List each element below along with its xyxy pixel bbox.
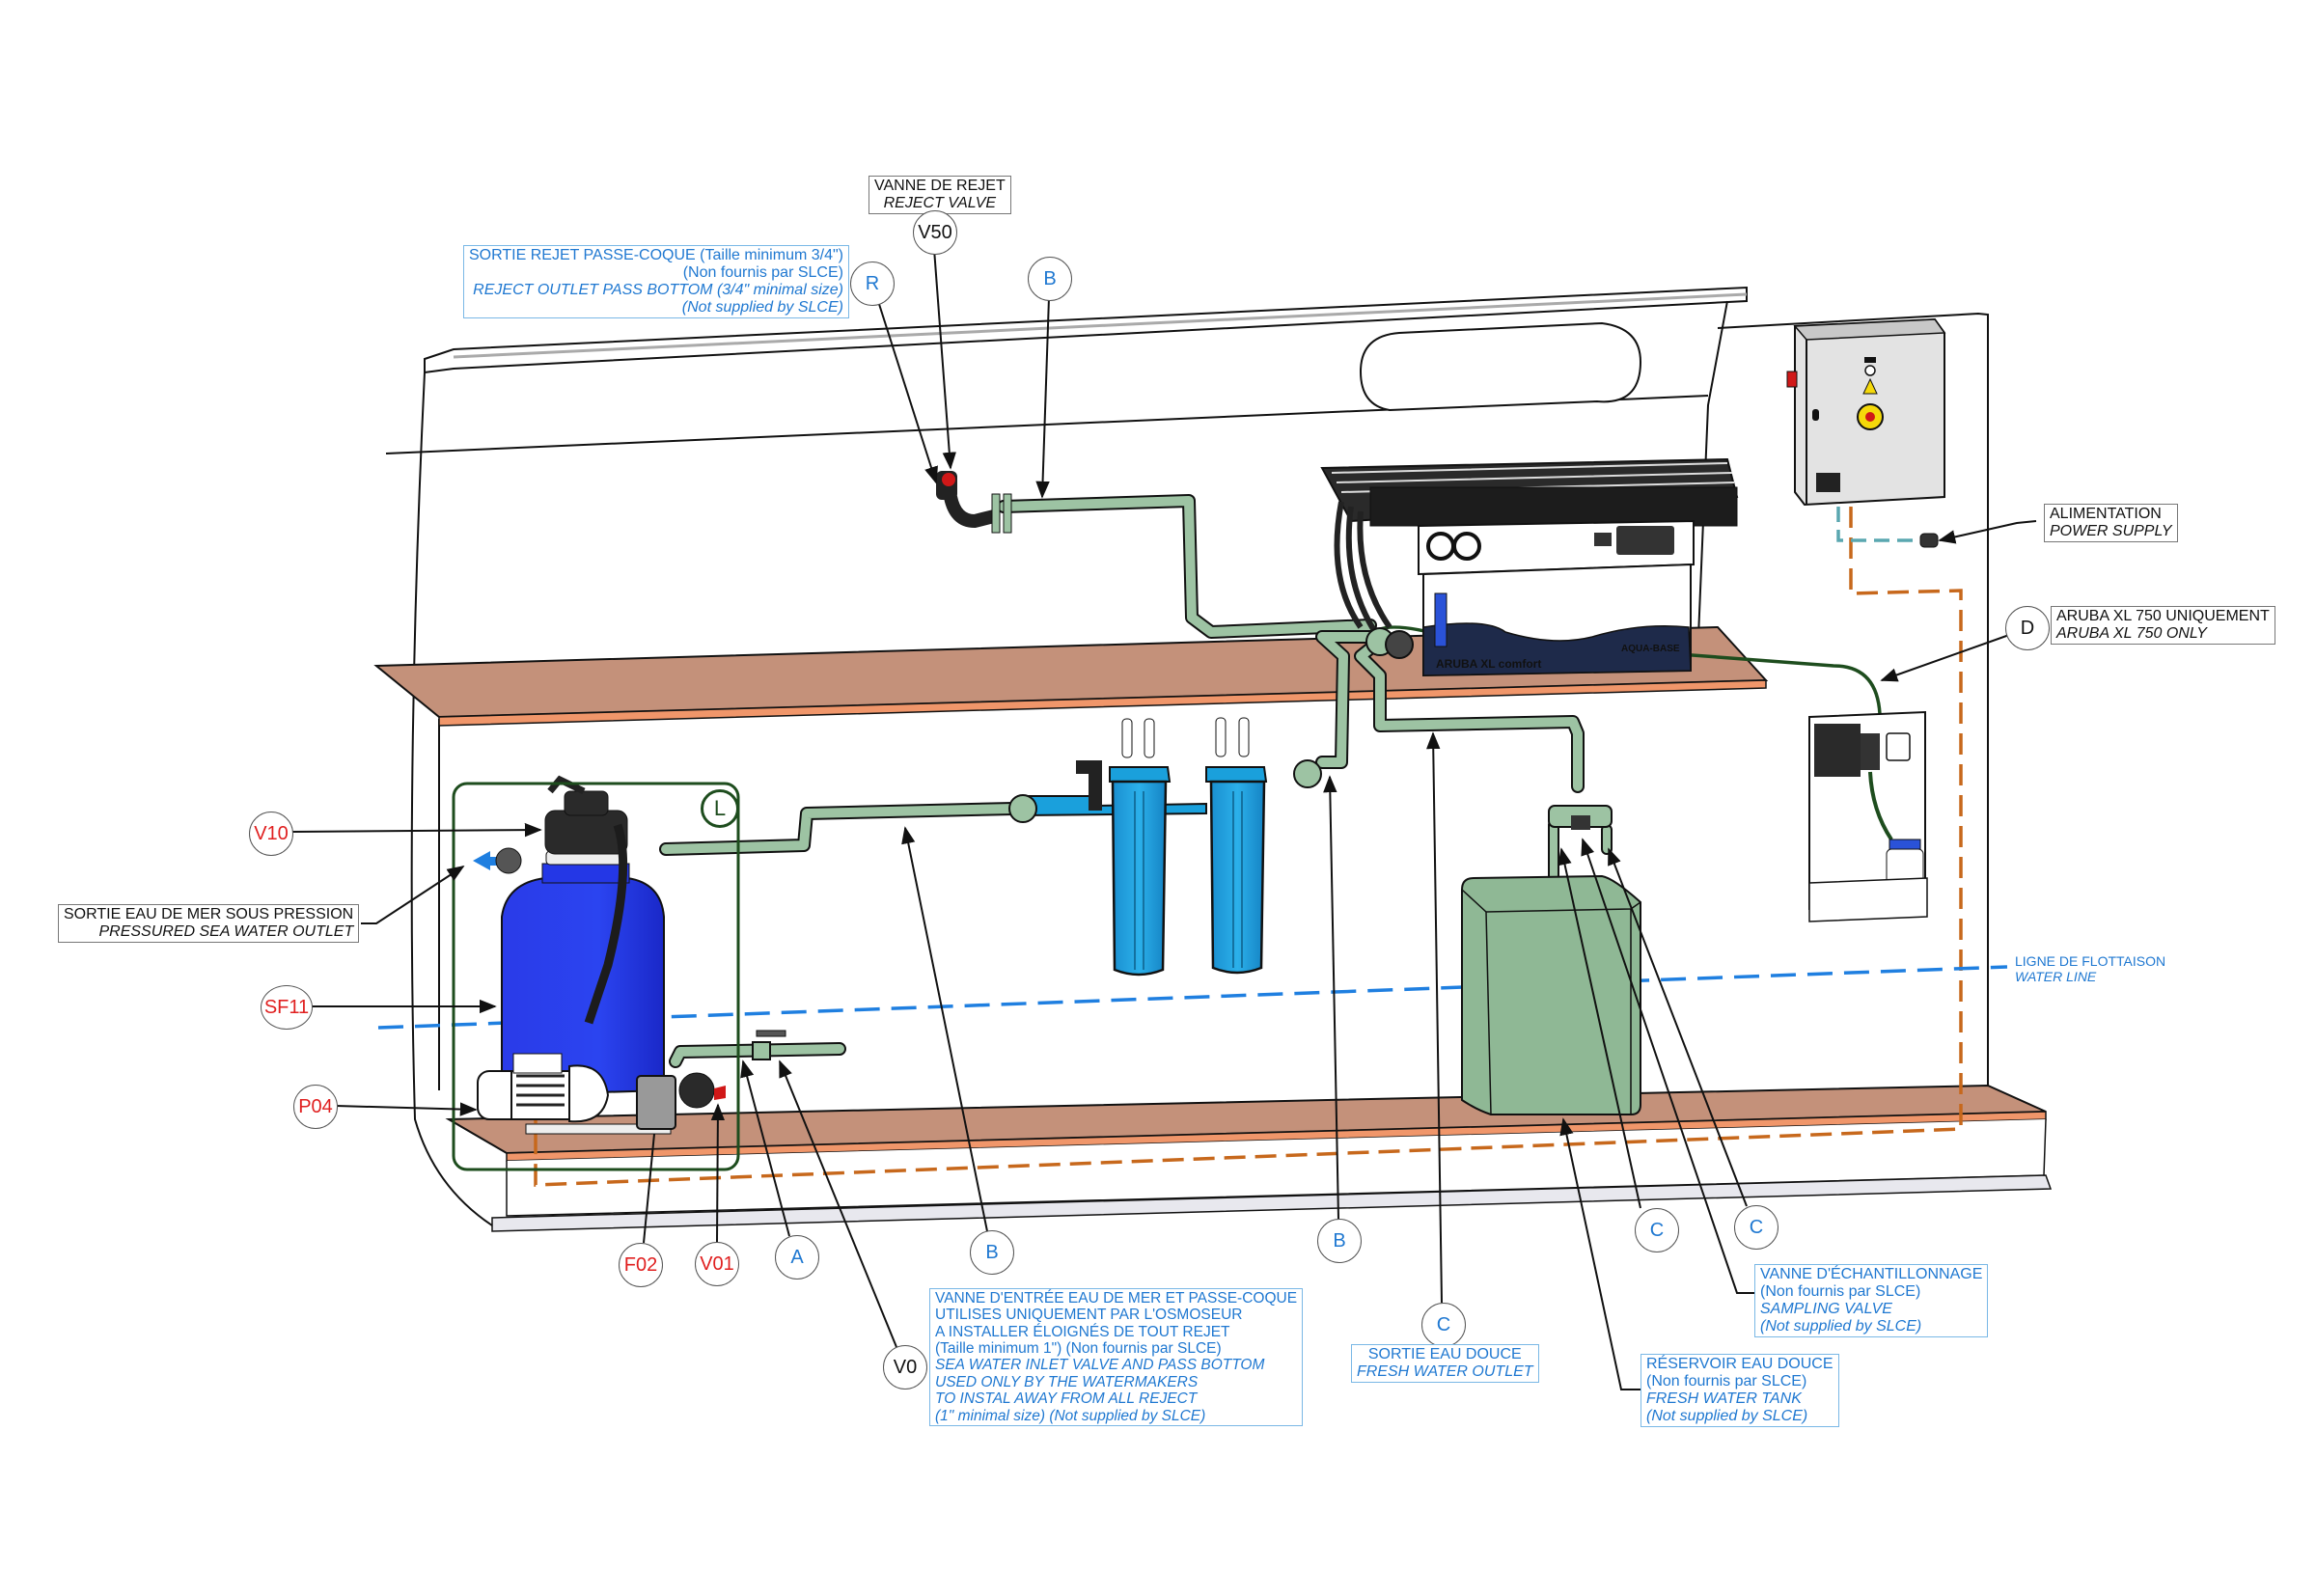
label-line: SORTIE EAU DOUCE xyxy=(1367,1346,1522,1362)
label-line: VANNE DE REJET xyxy=(874,178,1006,194)
supply-limit-frame xyxy=(452,782,740,1171)
label-line: ARUBA XL 750 UNIQUEMENT xyxy=(2056,608,2270,624)
ref-bubble-v50: V50 xyxy=(913,210,957,255)
cartridge-filters xyxy=(1008,717,1322,977)
label-line: WATER LINE xyxy=(2015,969,2097,985)
power-plug xyxy=(1919,533,1939,548)
reject-valve-label: VANNE DE REJET REJECT VALVE xyxy=(868,176,1011,214)
ref-bubble-r: R xyxy=(850,261,895,306)
electrical-wiring xyxy=(534,507,1963,1187)
power-cable xyxy=(1836,507,1920,542)
unit-model-label: ARUBA XL comfort xyxy=(1436,657,1541,671)
ref-bubble-p04: P04 xyxy=(293,1085,338,1129)
reject-valve-v50 xyxy=(936,471,1012,534)
pressured-outlet-label: SORTIE EAU DE MER SOUS PRESSION PRESSURE… xyxy=(58,904,360,943)
ref-bubble-v0: V0 xyxy=(883,1345,927,1390)
aruba-only-label: ARUBA XL 750 UNIQUEMENT ARUBA XL 750 ONL… xyxy=(2051,606,2275,645)
label-line: POWER SUPPLY xyxy=(2050,522,2172,539)
reject-outlet-label: SORTIE REJET PASSE-COQUE (Taille minimum… xyxy=(463,245,849,318)
ref-bubble-b-lower-right: B xyxy=(1317,1219,1362,1263)
label-line: UTILISES UNIQUEMENT PAR L'OSMOSEUR xyxy=(935,1307,1243,1324)
label-line: (Not supplied by SLCE) xyxy=(1760,1317,1922,1335)
label-line: ARUBA XL 750 ONLY xyxy=(2056,624,2207,642)
ref-bubble-f02: F02 xyxy=(619,1243,663,1287)
fresh-tank-label: RÉSERVOIR EAU DOUCE (Non fournis par SLC… xyxy=(1640,1354,1839,1427)
label-line: VANNE D'ENTRÉE EAU DE MER ET PASSE-COQUE xyxy=(935,1290,1298,1307)
ref-bubble-d: D xyxy=(2005,606,2050,650)
ref-bubble-c-tank: C xyxy=(1635,1208,1679,1252)
porthole xyxy=(1359,321,1642,412)
label-line: TO INSTAL AWAY FROM ALL REJECT xyxy=(935,1390,1198,1408)
label-line: RÉSERVOIR EAU DOUCE xyxy=(1646,1356,1834,1372)
label-line: (Non fournis par SLCE) xyxy=(682,263,843,281)
label-line: ALIMENTATION xyxy=(2050,506,2162,522)
sand-filter-sf11 xyxy=(473,775,665,1097)
label-line: VANNE D'ÉCHANTILLONNAGE xyxy=(1760,1266,1983,1282)
label-line: FRESH WATER TANK xyxy=(1646,1390,1802,1407)
label-line: (Not supplied by SLCE) xyxy=(681,298,843,316)
label-line: FRESH WATER OUTLET xyxy=(1357,1362,1533,1380)
label-line: SORTIE EAU DE MER SOUS PRESSION xyxy=(64,906,354,922)
hull-outline xyxy=(385,286,1989,1226)
sampling-valve-label: VANNE D'ÉCHANTILLONNAGE (Non fournis par… xyxy=(1754,1264,1989,1337)
label-line: (1" minimal size) (Not supplied by SLCE) xyxy=(935,1407,1206,1424)
label-line: SEA WATER INLET VALVE AND PASS BOTTOM xyxy=(935,1357,1265,1374)
fresh-water-tank xyxy=(1461,874,1641,1115)
ref-bubble-l: L xyxy=(701,789,739,828)
leader-lines xyxy=(290,248,2037,1390)
label-line: (Non fournis par SLCE) xyxy=(1760,1282,1921,1300)
label-line: PRESSURED SEA WATER OUTLET xyxy=(98,922,354,940)
label-line: LIGNE DE FLOTTAISON xyxy=(2015,953,2166,969)
pipework xyxy=(659,494,1882,1068)
label-line: (Not supplied by SLCE) xyxy=(1646,1407,1808,1424)
ref-bubble-a: A xyxy=(775,1235,819,1280)
ref-bubble-c-outlet: C xyxy=(1421,1303,1466,1347)
label-line: REJECT OUTLET PASS BOTTOM (3/4" minimal … xyxy=(473,281,843,298)
ref-bubble-v01: V01 xyxy=(695,1242,739,1286)
fresh-outlet-label: SORTIE EAU DOUCE FRESH WATER OUTLET xyxy=(1351,1344,1539,1383)
watermaker-unit-aruba-xl: ARUBA XL comfort AQUA-BASE xyxy=(1320,457,1739,677)
ref-bubble-v10: V10 xyxy=(249,812,293,856)
label-line: REJECT VALVE xyxy=(883,194,997,211)
lower-shelf xyxy=(445,1084,2053,1232)
label-line: SAMPLING VALVE xyxy=(1760,1300,1892,1317)
ref-bubble-c-sampling: C xyxy=(1734,1205,1778,1250)
sea-inlet-valve-v0 xyxy=(752,1030,786,1060)
ref-bubble-b-top: B xyxy=(1028,257,1072,301)
ref-bubble-sf11: SF11 xyxy=(261,985,313,1030)
label-line: (Taille minimum 1") (Non fournis par SLC… xyxy=(935,1340,1222,1358)
label-line: SORTIE REJET PASSE-COQUE (Taille minimum… xyxy=(469,247,843,263)
electrical-control-box xyxy=(1786,317,1946,507)
ref-bubble-b-lower-left: B xyxy=(970,1230,1014,1275)
pump-p04 xyxy=(477,1053,726,1135)
dosing-pump-panel xyxy=(1808,710,1928,922)
water-line-label: LIGNE DE FLOTTAISON WATER LINE xyxy=(2015,953,2165,984)
sampling-valve xyxy=(1548,805,1613,830)
label-line: A INSTALLER ÉLOIGNÉS DE TOUT REJET xyxy=(935,1323,1230,1340)
label-line: USED ONLY BY THE WATERMAKERS xyxy=(935,1373,1199,1390)
inlet-valve-label: VANNE D'ENTRÉE EAU DE MER ET PASSE-COQUE… xyxy=(929,1288,1304,1426)
label-line: (Non fournis par SLCE) xyxy=(1646,1372,1807,1390)
upper-shelf xyxy=(373,625,1769,727)
power-supply-label: ALIMENTATION POWER SUPPLY xyxy=(2044,504,2178,542)
unit-brand-label: AQUA-BASE xyxy=(1621,644,1680,654)
